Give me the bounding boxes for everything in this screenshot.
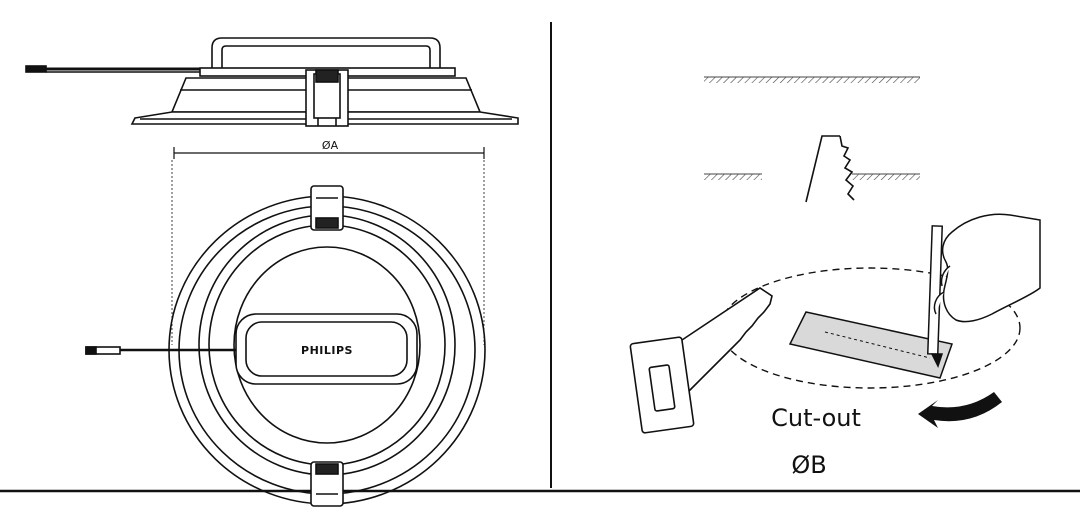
dimension-a-line (171, 147, 485, 345)
cutout-template-plate (788, 311, 953, 379)
rotation-arrow-icon (918, 392, 1002, 428)
cutout-label: Cut-out (771, 404, 861, 432)
cutout-dashed-circle (719, 267, 1021, 389)
side-cable (25, 65, 205, 73)
hand-icon (933, 213, 1041, 323)
side-view-downlight (25, 37, 519, 127)
pencil-icon (926, 225, 944, 368)
lens-ring (233, 246, 421, 444)
ceiling-cut-section (704, 135, 920, 203)
ceiling-surface (704, 76, 920, 83)
bottom-spring-clip (310, 461, 344, 507)
side-handle (211, 37, 441, 72)
driver-box (235, 313, 418, 385)
top-view-downlight (85, 185, 486, 507)
top-view-cable (85, 346, 245, 355)
side-spring-clip (305, 69, 349, 127)
brand-label: PHILIPS (301, 344, 353, 357)
dimension-a-label: ØA (322, 139, 339, 152)
saw-icon (629, 287, 773, 434)
top-spring-clip (310, 185, 344, 231)
cutout-dimension-label: ØB (791, 451, 826, 479)
